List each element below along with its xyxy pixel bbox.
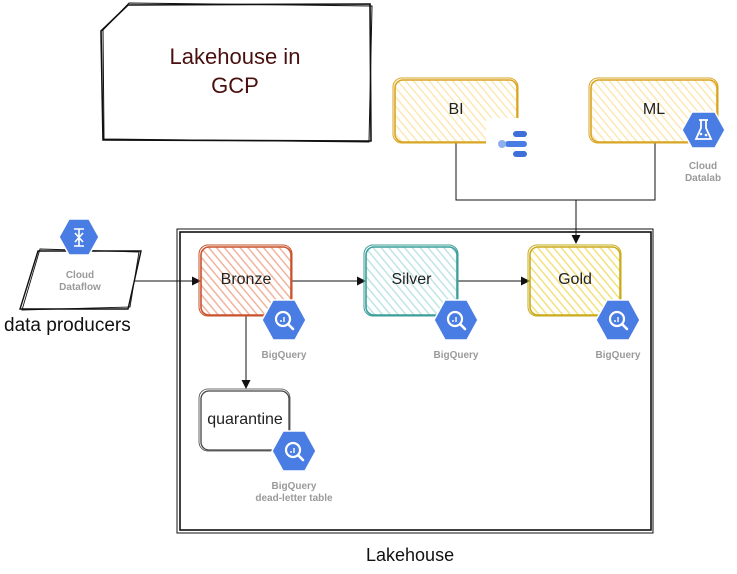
quarantine-box [198,388,291,452]
data-studio-icon [486,118,531,160]
quarantine-label: quarantine [207,411,283,428]
gold-label: Gold [558,271,592,288]
bi-label: BI [448,101,464,118]
bronze-label: Bronze [220,271,272,288]
title-box [100,2,373,143]
silver-label: Silver [391,271,432,288]
title-line-2: GCP [211,73,259,98]
quarantine-tool-line-1: BigQuery [271,481,317,492]
bronze-box [198,244,293,317]
bi-connector [455,140,576,201]
quarantine-bigquery-label: BigQuery dead-letter table [238,481,350,505]
quarantine-tool-line-2: dead-letter table [255,493,333,504]
ml-connector [576,140,656,201]
silver-box [363,244,459,317]
lakehouse-container [176,228,654,534]
gold-bigquery-label: BigQuery [595,350,641,361]
datalab-icon [681,111,726,149]
dataflow-box [19,248,142,311]
ml-label: ML [642,101,666,118]
lakehouse-label: Lakehouse [366,545,455,565]
data-producers-label: data producers [4,315,131,336]
datalab-label: Cloud Datalab [670,161,736,185]
gold-bigquery-icon [595,299,641,341]
dataflow-icon [58,218,100,256]
dataflow-label-line-2: Dataflow [59,282,101,293]
silver-bigquery-icon [433,299,479,341]
dataflow-label: Cloud Dataflow [44,270,116,294]
quarantine-bigquery-icon [271,430,317,472]
datalab-label-line-1: Cloud [688,161,718,172]
gold-box [527,244,622,317]
title-line-1: Lakehouse in [169,44,301,69]
silver-bigquery-label: BigQuery [433,350,479,361]
bronze-bigquery-label: BigQuery [261,350,307,361]
connectors [131,140,656,389]
diagram-title: Lakehouse in GCP [104,42,366,100]
datalab-label-line-2: Datalab [684,173,722,184]
bronze-bigquery-icon [261,299,307,341]
dataflow-label-line-1: Cloud [65,270,95,281]
